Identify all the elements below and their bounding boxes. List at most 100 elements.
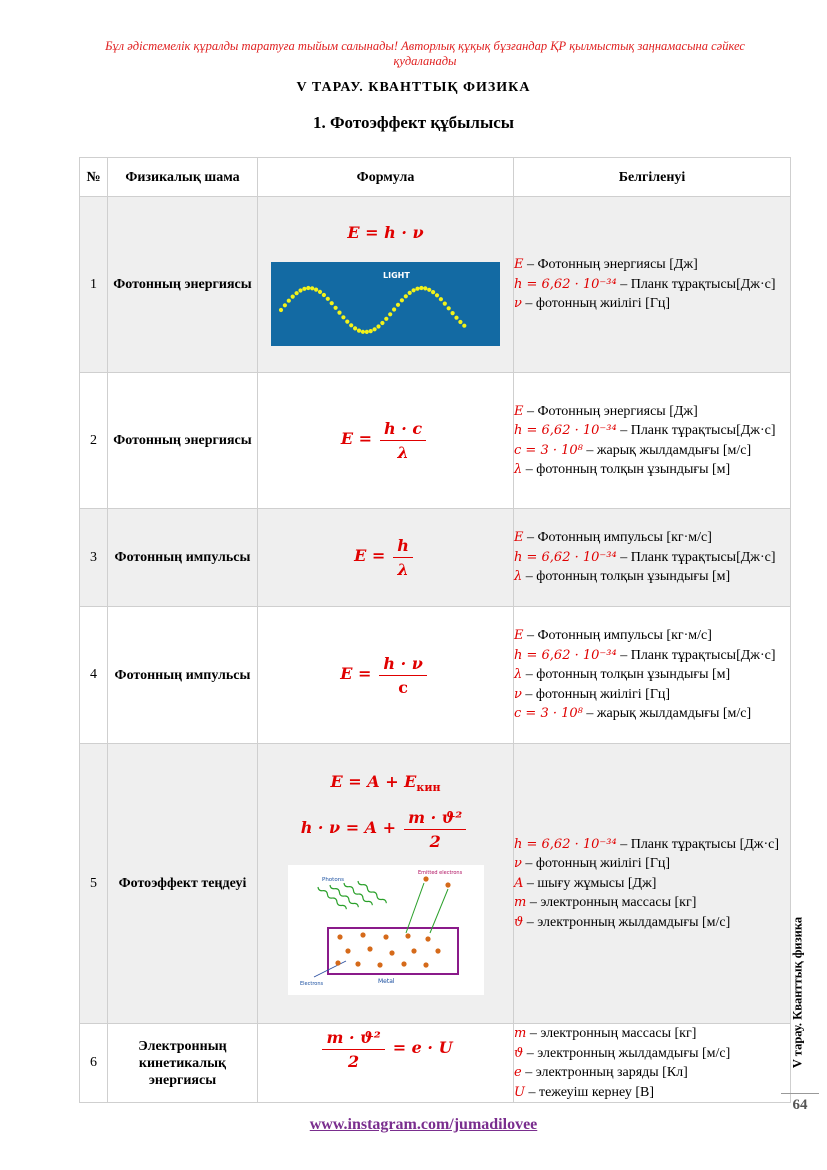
light-dot <box>442 301 447 306</box>
row-quantity: Фотонның энергиясы <box>107 372 258 509</box>
light-dot <box>337 310 342 315</box>
row-notes: E – Фотонның импульсы [кг·м/с] h = 6,62 … <box>513 606 791 744</box>
light-dot <box>380 320 385 326</box>
light-dot <box>450 311 455 316</box>
note-line: ν – фотонның жиілігі [Гц] <box>514 856 671 872</box>
row-formula: E = h · ν LIGHT <box>257 196 514 373</box>
header-notation: Белгіленуі <box>513 157 791 197</box>
light-dot <box>345 319 350 324</box>
row-notes: m – электронның массасы [кг] ϑ – электро… <box>513 1023 791 1103</box>
light-dot <box>286 298 291 303</box>
light-dot <box>384 316 389 321</box>
light-dot <box>462 323 467 328</box>
note-line: h = 6,62 · 10⁻³⁴ – Планк тұрақтысы[Дж·с] <box>514 276 776 292</box>
chapter-side-label: V тарау. Кванттық физика <box>790 916 805 1069</box>
row-quantity: Электронның кинетикалық энергиясы <box>107 1023 258 1103</box>
note-line: h = 6,62 · 10⁻³⁴ – Планк тұрақтысы [Дж·с… <box>514 836 780 852</box>
photons-label: Photons <box>322 877 344 883</box>
light-dot <box>415 286 420 291</box>
light-dot <box>325 296 330 301</box>
header-formula: Формула <box>257 157 514 197</box>
light-dot <box>376 324 381 329</box>
note-line: E – Фотонның импульсы [кг·м/с] <box>514 628 712 644</box>
section-title: 1. Фотоэффект құбылысы <box>312 113 515 132</box>
emitted-label: Emitted electrons <box>418 870 463 876</box>
light-dot <box>278 307 284 313</box>
note-line: e – электронның заряды [Кл] <box>514 1065 688 1080</box>
table-row: 1 Фотонның энергиясы E = h · ν LIGHT E –… <box>79 196 791 373</box>
light-dot <box>329 301 334 306</box>
light-dot <box>411 288 416 293</box>
chapter-title: V ТАРАУ. КВАНТТЫҚ ФИЗИКА <box>296 80 531 95</box>
light-dot <box>360 329 365 334</box>
note-line: m – электронның массасы [кг] <box>514 1026 697 1041</box>
light-dot <box>349 323 354 328</box>
formula-text: E = h · ν <box>347 223 424 242</box>
light-dot <box>364 329 369 334</box>
note-line: h = 6,62 · 10⁻³⁴ – Планк тұрақтысы[Дж·с] <box>514 423 776 438</box>
light-dot <box>353 326 358 331</box>
note-line: h = 6,62 · 10⁻³⁴ – Планк тұрақтысы[Дж·с] <box>514 647 776 663</box>
light-dot <box>454 315 459 320</box>
metal-label: Metal <box>378 978 395 985</box>
row-quantity: Фотонның энергиясы <box>107 196 258 373</box>
note-line: λ – фотонның толқын ұзындығы [м] <box>514 569 731 585</box>
light-dot <box>306 285 311 291</box>
header-num: № <box>79 157 108 197</box>
light-dot <box>438 297 443 302</box>
light-dot <box>298 288 303 293</box>
light-dot <box>282 303 287 308</box>
row-num: 6 <box>79 1023 108 1103</box>
light-dot <box>427 287 432 292</box>
instagram-link[interactable]: www.instagram.com/jumadilovee <box>309 1116 538 1133</box>
light-dot <box>446 306 451 311</box>
note-line: m – электронның массасы [кг] <box>514 895 697 911</box>
note-line: E – Фотонның энергиясы [Дж] <box>514 403 698 419</box>
light-dot <box>392 307 397 312</box>
light-dot <box>341 315 346 320</box>
light-dot <box>407 290 412 295</box>
header-quantity: Физикалық шама <box>107 157 258 197</box>
note-line: A – шығу жұмысы [Дж] <box>514 875 657 891</box>
row-quantity: Фотонның импульсы <box>107 508 258 607</box>
light-dot <box>388 312 393 317</box>
light-dot <box>356 328 362 333</box>
table-row: 6 Электронның кинетикалық энергиясы m · … <box>79 1023 791 1103</box>
row-num: 3 <box>79 508 108 607</box>
electrons-label: Electrons <box>300 981 324 987</box>
page-number: 64 <box>781 1093 819 1114</box>
row-num: 2 <box>79 372 108 509</box>
light-dot <box>290 294 295 299</box>
row-num: 4 <box>79 606 108 744</box>
light-dot <box>294 291 299 296</box>
copyright-notice: Бұл әдістемелік құралды таратуға тыйым с… <box>105 39 745 68</box>
note-line: λ – фотонның толқын ұзындығы [м] <box>514 462 731 477</box>
note-line: ν – фотонның жиілігі [Гц] <box>514 296 671 312</box>
light-dot <box>372 327 377 332</box>
row-quantity: Фотоэффект теңдеуі <box>107 743 258 1024</box>
row-num: 5 <box>79 743 108 1024</box>
row-notes: E – Фотонның энергиясы [Дж] h = 6,62 · 1… <box>513 196 791 373</box>
note-line: c = 3 · 10⁸ – жарық жылдамдығы [м/с] <box>514 706 752 722</box>
light-dot <box>321 292 326 298</box>
table-row: 5 Фотоэффект теңдеуі E = A + Eкин h · ν … <box>79 743 791 1024</box>
row-num: 1 <box>79 196 108 373</box>
light-dot <box>333 305 338 310</box>
light-dot <box>423 286 428 291</box>
note-line: λ – фотонның толқын ұзындығы [м] <box>514 667 731 683</box>
note-line: E – Фотонның энергиясы [Дж] <box>514 257 698 273</box>
row-notes: E – Фотонның энергиясы [Дж] h = 6,62 · 1… <box>513 372 791 509</box>
light-dot <box>317 289 323 294</box>
